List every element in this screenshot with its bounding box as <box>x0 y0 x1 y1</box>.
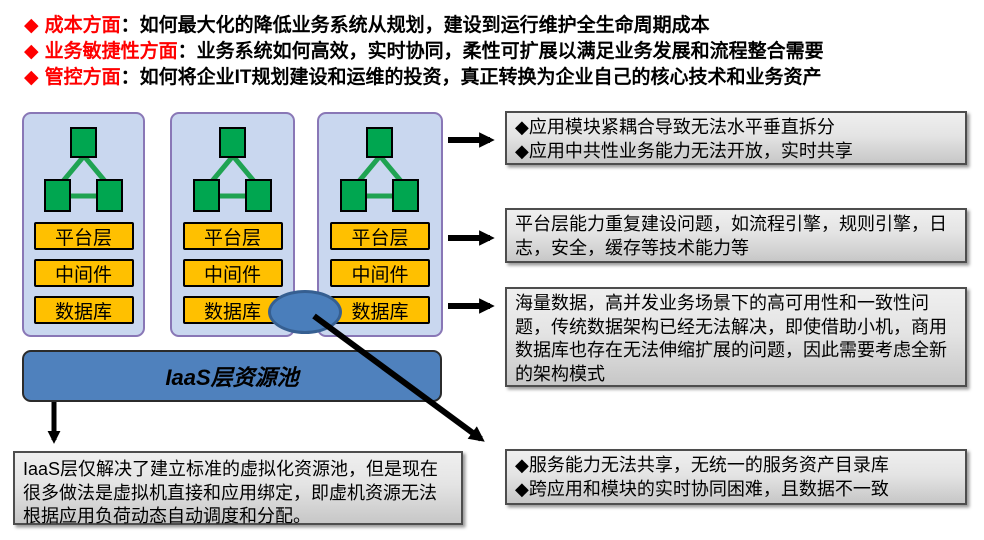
cluster-tree-icon <box>192 127 272 212</box>
bullet-text: ：如何最大化的降低业务系统从规划，建设到运行维护全生命周期成本 <box>120 15 710 36</box>
callout-text: 平台层能力重复建设问题，如流程引擎，规则引擎，日志，安全，缓存等技术能力等 <box>515 214 947 258</box>
callout-iaas-limitation: IaaS层仅解决了建立标准的虚拟化资源池，但是现在很多做法是虚拟机直接和应用绑定… <box>13 451 463 526</box>
bullet-heading: 业务敏捷性方面 <box>44 41 178 62</box>
layer-label: 数据库 <box>203 301 261 323</box>
layer-label: 中间件 <box>54 264 112 286</box>
bullet-text: ：业务系统如何高效，实时协同，柔性可扩展以满足业务发展和流程整合需要 <box>177 41 824 62</box>
bullet-row-cost: ◆成本方面：如何最大化的降低业务系统从规划，建设到运行维护全生命周期成本 <box>24 13 824 39</box>
app-stack-column-1: 平台层 中间件 数据库 <box>22 112 145 337</box>
layer-box-middleware: 中间件 <box>33 259 134 287</box>
cluster-tree-icon <box>43 127 123 212</box>
layer-box-database: 数据库 <box>330 296 430 324</box>
callout-text: IaaS层仅解决了建立标准的虚拟化资源池，但是现在很多做法是虚拟机直接和应用绑定… <box>23 459 439 526</box>
callout-line: ◆应用中共性业务能力无法开放，实时共享 <box>515 140 853 161</box>
callout-massive-data: 海量数据，高并发业务场景下的高可用性和一致性问题，传统数据架构已经无法解决，即使… <box>505 287 967 387</box>
callout-text: 海量数据，高并发业务场景下的高可用性和一致性问题，传统数据架构已经无法解决，即使… <box>515 293 947 384</box>
layer-box-middleware: 中间件 <box>330 259 430 287</box>
layer-label: 中间件 <box>203 264 261 286</box>
layer-label: 平台层 <box>203 227 261 249</box>
layer-label: 数据库 <box>351 301 409 323</box>
callout-platform-duplication: 平台层能力重复建设问题，如流程引擎，规则引擎，日志，安全，缓存等技术能力等 <box>505 208 967 263</box>
layer-box-platform: 平台层 <box>182 222 283 250</box>
app-stack-column-2: 平台层 中间件 数据库 <box>170 112 295 337</box>
bullet-heading: 成本方面 <box>44 15 121 36</box>
layer-box-platform: 平台层 <box>330 222 430 250</box>
diamond-bullet-icon: ◆ <box>24 67 39 88</box>
callout-line: ◆跨应用和模块的实时协同困难，且数据不一致 <box>515 478 889 499</box>
layer-label: 中间件 <box>351 264 409 286</box>
bullet-row-governance: ◆管控方面：如何将企业IT规划建设和运维的投资，真正转换为企业自己的核心技术和业… <box>24 65 824 91</box>
layer-label: 平台层 <box>54 227 112 249</box>
callout-line: ◆应用模块紧耦合导致无法水平垂直拆分 <box>515 117 835 137</box>
layer-label: 数据库 <box>54 301 112 323</box>
cluster-tree-icon <box>340 127 419 212</box>
layer-box-platform: 平台层 <box>33 222 134 250</box>
bullet-heading: 管控方面 <box>44 67 121 88</box>
layer-box-database: 数据库 <box>33 296 134 324</box>
layer-label: 平台层 <box>351 227 409 249</box>
diamond-bullet-icon: ◆ <box>24 15 39 36</box>
callout-app-coupling: ◆应用模块紧耦合导致无法水平垂直拆分 ◆应用中共性业务能力无法开放，实时共享 <box>505 111 967 165</box>
iaas-pool-label: IaaS层资源池 <box>165 365 299 390</box>
callout-service-sharing: ◆服务能力无法共享，无统一的服务资产目录库 ◆跨应用和模块的实时协同困难，且数据… <box>505 449 967 505</box>
database-highlight-ellipse <box>268 290 342 334</box>
top-bullet-list: ◆成本方面：如何最大化的降低业务系统从规划，建设到运行维护全生命周期成本 ◆业务… <box>24 13 824 91</box>
diamond-bullet-icon: ◆ <box>24 41 39 62</box>
iaas-pool-bar: IaaS层资源池 <box>22 350 442 402</box>
callout-line: ◆服务能力无法共享，无统一的服务资产目录库 <box>515 455 889 475</box>
bullet-row-agility: ◆业务敏捷性方面：业务系统如何高效，实时协同，柔性可扩展以满足业务发展和流程整合… <box>24 39 824 65</box>
bullet-text: ：如何将企业IT规划建设和运维的投资，真正转换为企业自己的核心技术和业务资产 <box>120 67 822 88</box>
layer-box-middleware: 中间件 <box>182 259 283 287</box>
